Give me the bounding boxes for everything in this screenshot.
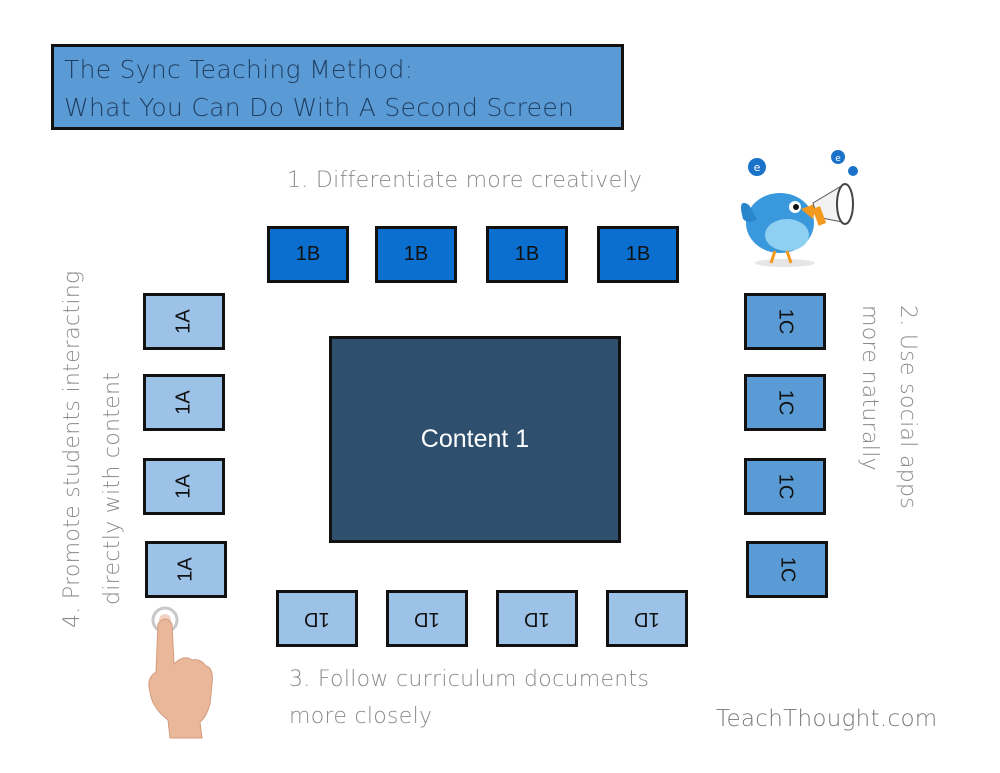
caption-2-line-1: 2. Use social apps (895, 305, 920, 510)
screen-1d: 1D (276, 590, 358, 647)
screen-label: 1D (634, 608, 660, 630)
screen-1d: 1D (606, 590, 688, 647)
screen-label: 1C (776, 556, 799, 583)
svg-text:e: e (754, 161, 761, 174)
screen-1a: 1A (143, 293, 225, 350)
screen-label: 1B (514, 243, 540, 265)
screen-1c: 1C (746, 541, 828, 598)
screen-1a: 1A (143, 458, 225, 515)
screen-label: 1A (172, 309, 195, 334)
screen-label: 1D (304, 608, 330, 630)
screen-label: 1A (172, 474, 195, 499)
touch-hand-icon (148, 606, 213, 739)
caption-3-line-1: 3. Follow curriculum documents (289, 667, 650, 692)
screen-1b: 1B (267, 226, 349, 283)
brand-text: TeachThought.com (716, 706, 938, 732)
screen-label: 1A (174, 557, 197, 582)
screen-1b: 1B (597, 226, 679, 283)
content-label: Content 1 (420, 425, 530, 453)
twitter-bird-megaphone-icon: e e (741, 150, 858, 267)
screen-label: 1D (524, 608, 550, 630)
screen-1c: 1C (744, 458, 826, 515)
screen-1a: 1A (145, 541, 227, 598)
caption-4-line-1: 4. Promote students interacting (60, 270, 85, 628)
screen-label: 1A (172, 390, 195, 415)
screen-1c: 1C (744, 293, 826, 350)
caption-4-line-2: directly with content (100, 371, 125, 605)
svg-text:e: e (835, 154, 841, 164)
screen-label: 1B (625, 243, 651, 265)
caption-2-line-2: more naturally (857, 305, 882, 471)
screen-1a: 1A (143, 374, 225, 431)
content-screen: Content 1 (329, 336, 621, 543)
caption-1: 1. Differentiate more creatively (287, 168, 643, 193)
screen-1c: 1C (744, 374, 826, 431)
screen-1b: 1B (486, 226, 568, 283)
title-line-2: What You Can Do With A Second Screen (64, 93, 575, 122)
caption-3-line-2: more closely (289, 704, 433, 729)
screen-1b: 1B (375, 226, 457, 283)
screen-label: 1B (403, 243, 429, 265)
screen-1d: 1D (386, 590, 468, 647)
screen-label: 1D (414, 608, 440, 630)
screen-label: 1B (295, 243, 321, 265)
title-line-1: The Sync Teaching Method: (64, 55, 414, 84)
screen-label: 1C (774, 473, 797, 500)
screen-label: 1C (774, 389, 797, 416)
title-box: The Sync Teaching Method: What You Can D… (51, 44, 624, 130)
screen-1d: 1D (496, 590, 578, 647)
screen-label: 1C (774, 308, 797, 335)
